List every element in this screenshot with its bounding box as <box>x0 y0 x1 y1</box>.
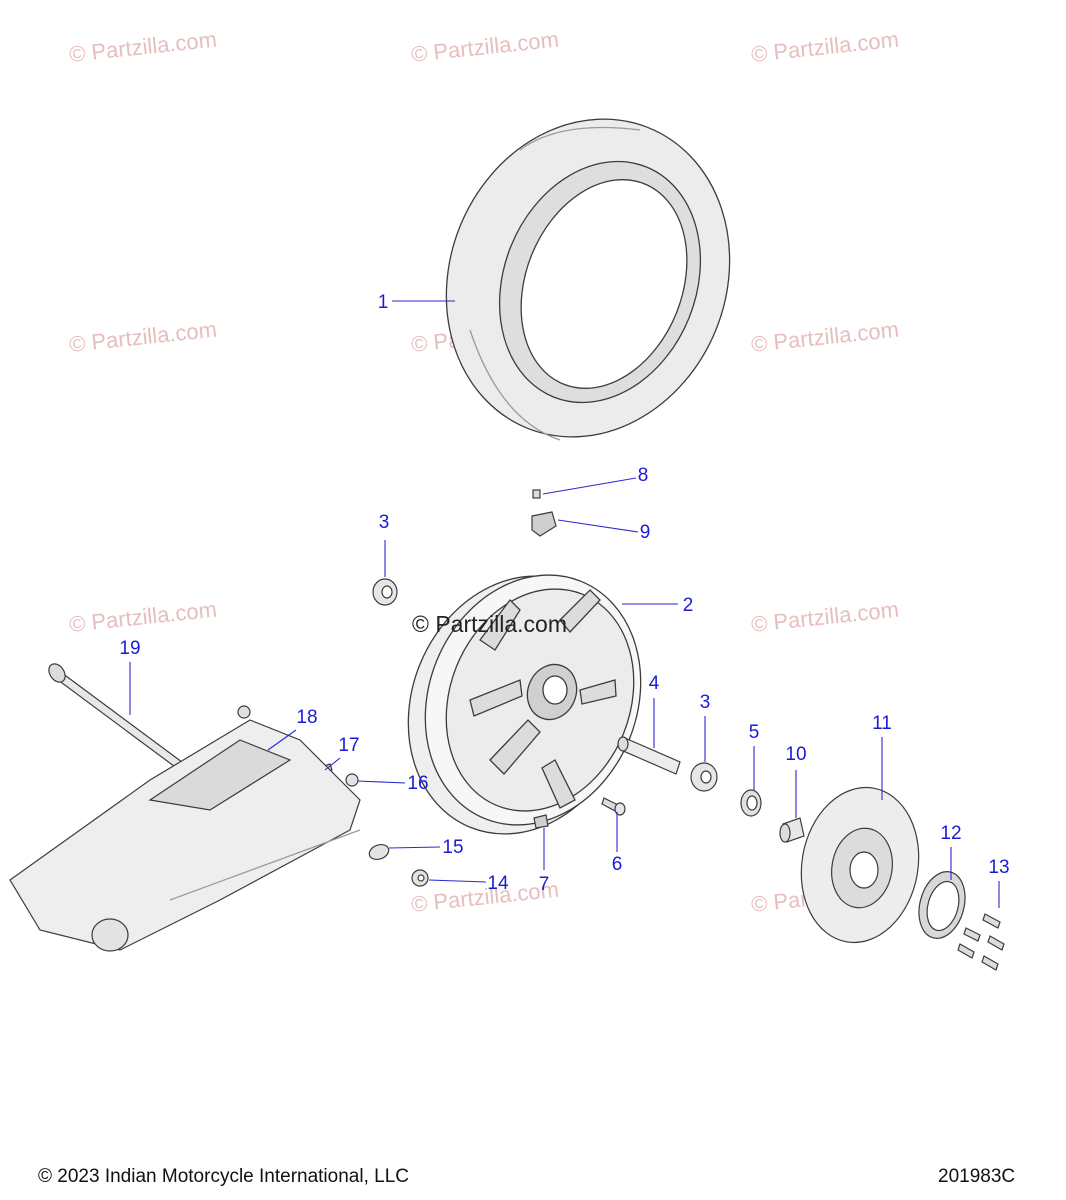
leader-line-washer <box>388 846 441 849</box>
copyright-notice: © 2023 Indian Motorcycle International, … <box>38 1166 409 1187</box>
callout-nut-small[interactable]: 16 <box>407 773 428 794</box>
leader-line-nut-small <box>357 780 406 784</box>
callout-washer[interactable]: 15 <box>442 837 463 858</box>
valve-screw-part[interactable] <box>532 489 541 499</box>
bearing-left-part[interactable] <box>372 578 398 606</box>
watermark-text: © Partzilla.com <box>410 27 560 67</box>
rotor-bolts-part[interactable] <box>957 913 1005 971</box>
callout-bearing-left[interactable]: 3 <box>379 512 390 533</box>
callout-valve-screw[interactable]: 8 <box>638 465 649 486</box>
callout-bolt[interactable]: 17 <box>338 735 359 756</box>
diagram-code: 201983C <box>938 1166 1016 1187</box>
watermark-text: © Partzilla.com <box>750 597 900 637</box>
callout-abs-tone-ring[interactable]: 12 <box>940 823 961 844</box>
center-watermark: © Partzilla.com <box>412 611 567 637</box>
nut-small-part[interactable] <box>345 773 359 787</box>
balance-weight-part[interactable] <box>533 814 549 829</box>
spacer-part[interactable] <box>617 736 681 775</box>
watermark-text: © Partzilla.com <box>68 597 218 637</box>
leader-line-nut <box>428 879 487 883</box>
washer-part[interactable] <box>367 842 391 862</box>
watermark-text: © Partzilla.com <box>68 27 218 67</box>
leader-lines <box>129 300 1000 908</box>
callout-valve-sensor[interactable]: 9 <box>640 522 651 543</box>
callout-wheel[interactable]: 2 <box>683 595 694 616</box>
callout-brake-rotor[interactable]: 11 <box>872 713 892 734</box>
callout-spacer[interactable]: 4 <box>649 673 660 694</box>
watermark-text: © Partzilla.com <box>410 877 560 917</box>
leader-line-valve-sensor <box>557 519 639 533</box>
swingarm <box>9 719 361 952</box>
callout-rotor-bolts[interactable]: 13 <box>988 857 1009 878</box>
watermark-text: © Partzilla.com <box>750 317 900 357</box>
callout-nut[interactable]: 14 <box>487 873 509 894</box>
bearing-right-part[interactable] <box>690 762 718 792</box>
leader-line-bushing-small <box>267 729 297 751</box>
leader-line-bolt <box>324 757 341 771</box>
callout-valve-stem[interactable]: 6 <box>612 854 623 875</box>
callout-balance-weight[interactable]: 7 <box>539 874 550 895</box>
leader-line-valve-screw <box>542 477 637 495</box>
callout-bearing-right[interactable]: 3 <box>700 692 711 713</box>
valve-sensor-part[interactable] <box>531 511 557 537</box>
bushing-part[interactable] <box>779 817 805 843</box>
callout-tire[interactable]: 1 <box>378 292 389 313</box>
abs-tone-ring-part[interactable] <box>912 866 972 943</box>
callout-axle[interactable]: 19 <box>119 638 140 659</box>
callout-bushing[interactable]: 10 <box>785 744 806 765</box>
watermark-text: © Partzilla.com <box>750 27 900 67</box>
valve-stem-part[interactable] <box>601 797 626 816</box>
callout-bushing-small[interactable]: 18 <box>296 707 317 728</box>
tire-part[interactable] <box>399 76 776 480</box>
watermark-text: © Partzilla.com <box>68 317 218 357</box>
nut-part[interactable] <box>411 869 429 887</box>
brake-rotor-part[interactable] <box>789 778 930 952</box>
seal-part[interactable] <box>740 789 762 817</box>
wheel-part[interactable] <box>370 542 677 868</box>
axle-part[interactable] <box>46 661 191 776</box>
callout-seal[interactable]: 5 <box>749 722 760 743</box>
